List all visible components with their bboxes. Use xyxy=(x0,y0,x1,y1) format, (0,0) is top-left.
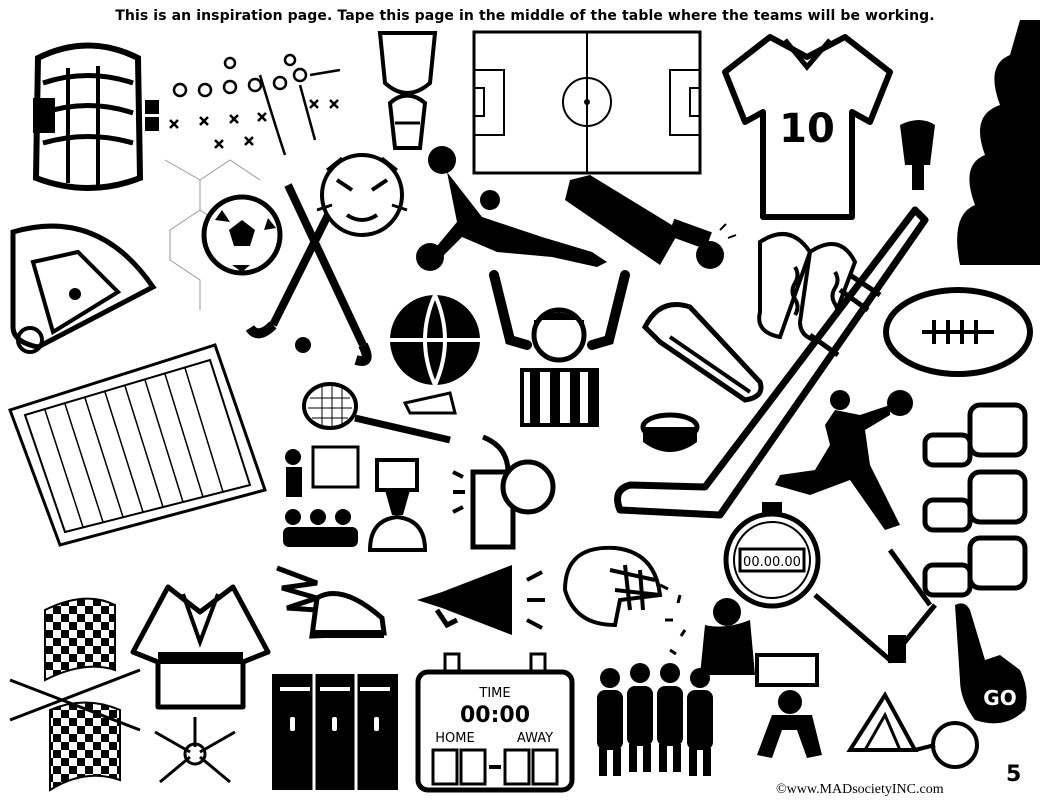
football-helmet-icon xyxy=(555,540,665,630)
stopwatch-display: 00.00.00 xyxy=(743,555,801,570)
team-huddle-icon xyxy=(585,658,730,778)
soccer-field-icon xyxy=(472,30,702,175)
whistle-icon xyxy=(448,432,563,557)
award-cup-icon xyxy=(355,455,440,560)
lockers-icon xyxy=(270,672,400,792)
football-icon xyxy=(882,285,1034,380)
foam-finger-text: GO xyxy=(983,686,1016,710)
jersey-icon: 10 xyxy=(720,32,895,222)
tiger-mascot-icon xyxy=(312,150,412,245)
scoreboard-home-label: HOME xyxy=(435,731,474,746)
copyright-text: ©www.MADsocietyINC.com xyxy=(776,782,944,797)
stadium-seats-icon xyxy=(915,400,1035,600)
field-hockey-sticks-icon xyxy=(245,180,378,370)
trophy-icon xyxy=(370,28,445,158)
stopwatch-icon: 00.00.00 xyxy=(722,502,822,612)
karate-gi-icon xyxy=(128,582,273,712)
crowd-trophy-icon xyxy=(890,15,1040,275)
baseball-diamond-icon xyxy=(8,212,158,362)
page-instruction: This is an inspiration page. Tape this p… xyxy=(115,8,935,24)
referee-icon xyxy=(482,270,637,430)
cleat-icon xyxy=(640,292,770,407)
celebrating-fan-icon xyxy=(655,580,765,680)
scoreboard-icon: TIME 00:00 HOME AWAY xyxy=(415,652,575,794)
foam-finger-icon: GO xyxy=(945,600,1035,730)
cheerleader-icon xyxy=(402,142,622,282)
megaphone-icon xyxy=(412,560,552,640)
jersey-number: 10 xyxy=(779,106,835,152)
badminton-racket-icon xyxy=(300,378,470,448)
basketball-icon xyxy=(385,290,485,390)
checkered-flags-icon xyxy=(5,590,145,800)
presentation-icon xyxy=(278,442,363,552)
football-field-icon xyxy=(5,340,270,550)
scoreboard-time-value: 00:00 xyxy=(460,703,530,728)
winged-shoe-icon xyxy=(272,558,392,648)
cricket-bat-icon xyxy=(560,170,740,280)
stadium-icon xyxy=(28,38,148,193)
page-number: 5 xyxy=(1006,762,1022,787)
soccer-ball-icon xyxy=(160,150,295,320)
team-hands-icon xyxy=(145,712,245,792)
scoreboard-time-label: TIME xyxy=(478,686,510,701)
basketball-player-icon xyxy=(770,385,920,535)
goal-post-icon xyxy=(810,545,940,665)
play-diagram-icon xyxy=(140,53,360,165)
scoreboard-away-label: AWAY xyxy=(517,731,553,746)
medal-icon xyxy=(845,690,980,780)
hockey-puck-icon xyxy=(640,412,700,462)
hockey-stick-icon xyxy=(610,205,930,520)
cheering-fan-icon xyxy=(742,640,842,760)
